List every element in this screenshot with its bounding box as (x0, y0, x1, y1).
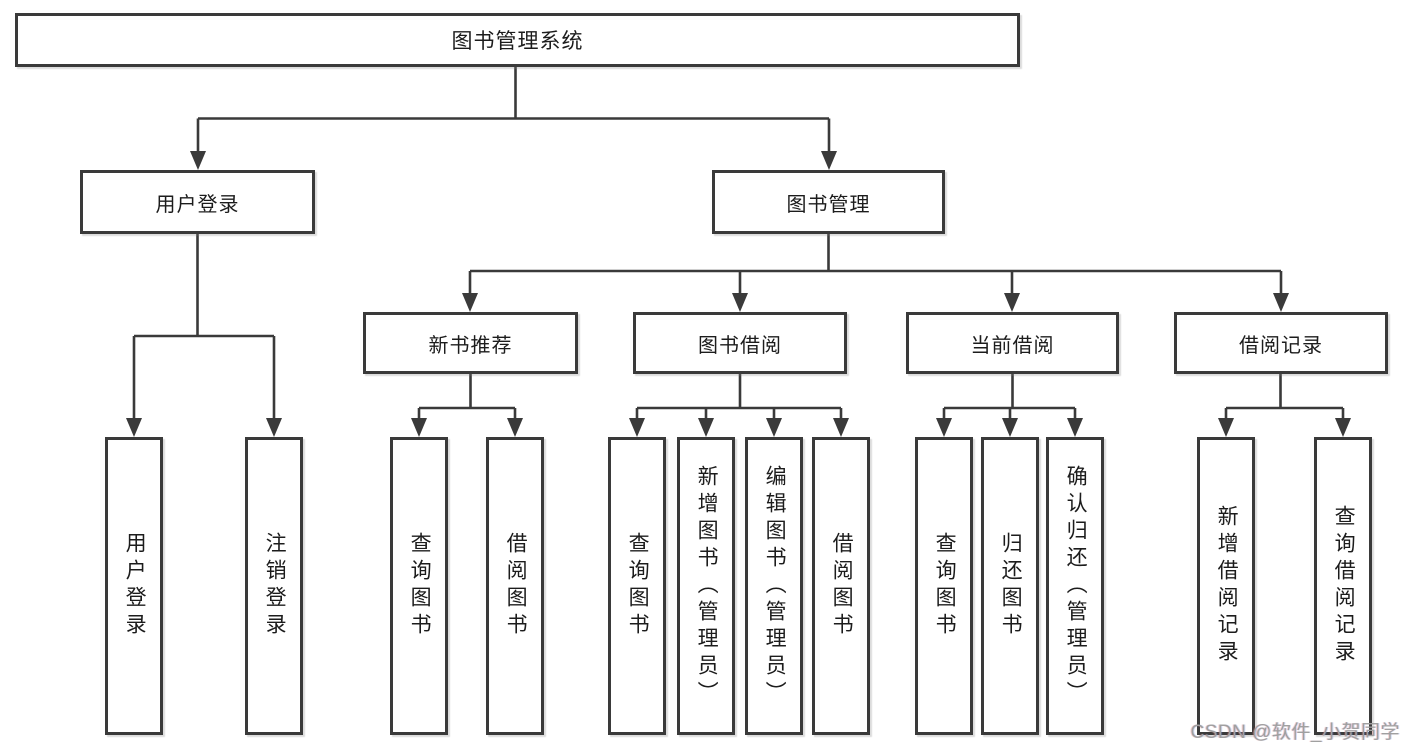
leaf-logout-login: 注销登录 (245, 437, 303, 735)
leaf-records-add-record: 新增借阅记录 (1197, 437, 1255, 735)
leaf-recommend-borrow-book: 借阅图书 (486, 437, 544, 735)
node-user-login: 用户登录 (80, 170, 315, 234)
node-borrowing-records: 借阅记录 (1174, 312, 1388, 374)
leaf-recommend-query-book: 查询图书 (390, 437, 448, 735)
node-book-management: 图书管理 (712, 170, 945, 234)
csdn-watermark: CSDN @软件_小贺同学 (1190, 722, 1400, 743)
leaf-current-confirm-return-admin: 确认归还（管理员） (1046, 437, 1104, 735)
leaf-user-login: 用户登录 (105, 437, 163, 735)
leaf-borrowing-query-book: 查询图书 (608, 437, 666, 735)
leaf-current-query-book: 查询图书 (915, 437, 973, 735)
node-new-book-recommend: 新书推荐 (363, 312, 578, 374)
leaf-records-query-record: 查询借阅记录 (1314, 437, 1372, 735)
leaf-borrowing-edit-book-admin: 编辑图书（管理员） (745, 437, 803, 735)
node-root: 图书管理系统 (15, 13, 1020, 67)
leaf-current-return-book: 归还图书 (981, 437, 1039, 735)
node-current-borrowing: 当前借阅 (906, 312, 1119, 374)
leaf-borrowing-borrow-book: 借阅图书 (812, 437, 870, 735)
node-book-borrowing: 图书借阅 (633, 312, 847, 374)
leaf-borrowing-add-book-admin: 新增图书（管理员） (677, 437, 735, 735)
